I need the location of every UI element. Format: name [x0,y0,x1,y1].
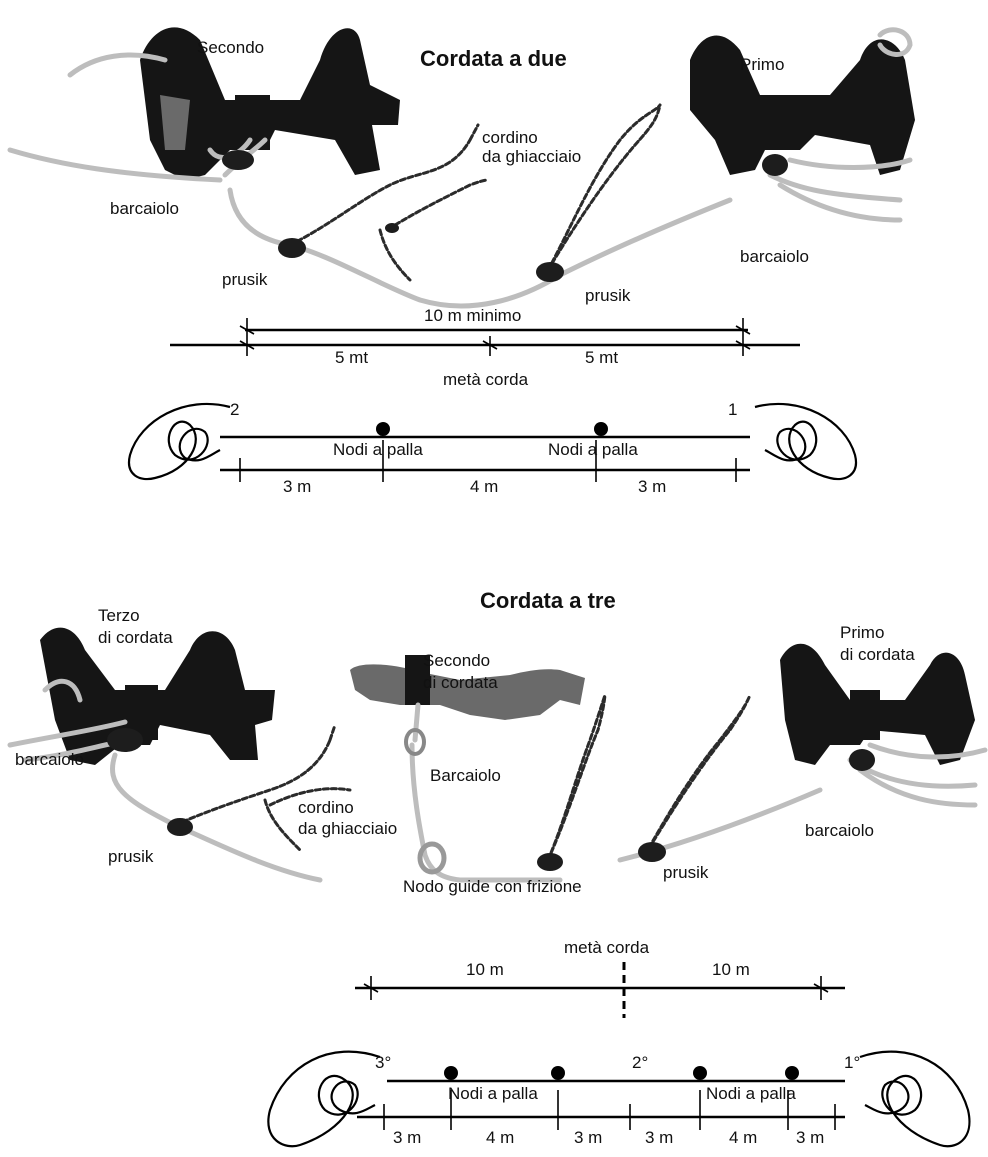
label-seg-2: 4 m [470,477,498,496]
label-first-three-2: di cordata [840,645,915,664]
label-second: Secondo [197,38,264,57]
label-second-three-2: di cordata [423,673,498,692]
label-prusik-left: prusik [222,270,268,289]
label-barcaiolo-three-mid: Barcaiolo [430,766,501,785]
prusik-knot-left [278,238,306,258]
label-first-three-1: Primo [840,623,884,642]
label-len-left: 10 m [466,960,504,979]
measure-three-team [355,962,845,1018]
label-barcaiolo-right: barcaiolo [740,247,809,266]
prusik-knot-right [536,262,564,282]
label-len-right: 10 m [712,960,750,979]
prusik-loop-right [548,105,660,270]
barcaiolo-knot-third [107,728,143,752]
barcaiolo-knot-first-three [849,749,875,771]
label-ball-knots-1b: Nodi a palla [548,440,638,459]
label-end-1: 1 [728,400,737,419]
label-ice-cord-three-1: cordino [298,798,354,817]
label-ball-knots-2a: Nodi a palla [448,1084,538,1103]
barcaiolo-knot-first [762,154,788,176]
label-third-2: di cordata [98,628,173,647]
label-half-left: 5 mt [335,348,368,367]
prusik-loop-right-three [645,695,750,855]
section1-title: Cordata a due [420,46,567,71]
prusik-loop-mid [548,695,605,860]
prusik-knot-three-left [167,818,193,836]
harness-third [40,628,275,765]
label-seg-4a: 4 m [486,1128,514,1147]
label-ice-cord-2: da ghiacciaio [482,147,581,166]
label-seg-1: 3 m [283,477,311,496]
label-seg-3c: 3 m [645,1128,673,1147]
harness-second [140,27,400,180]
label-seg-3d: 3 m [796,1128,824,1147]
label-ice-cord-three-2: da ghiacciaio [298,819,397,838]
label-end-first: 1° [844,1053,860,1072]
label-first: Primo [740,55,784,74]
label-prusik-three-right: prusik [663,863,709,882]
cord-knot-left [385,223,399,233]
label-seg-3a: 3 m [393,1128,421,1147]
label-ball-knots-2b: Nodi a palla [706,1084,796,1103]
label-end-2: 2 [230,400,239,419]
label-guide-knot: Nodo guide con frizione [403,877,582,896]
label-barcaiolo-three-right: barcaiolo [805,821,874,840]
label-third-1: Terzo [98,606,140,625]
prusik-knot-three-right [638,842,666,862]
label-end-second: 2° [632,1053,648,1072]
section2-title: Cordata a tre [480,588,616,613]
label-min-length: 10 m minimo [424,306,521,325]
label-barcaiolo-three-left: barcaiolo [15,750,84,769]
label-mid-rope-2: metà corda [564,938,650,957]
label-end-third: 3° [375,1053,391,1072]
label-barcaiolo-left: barcaiolo [110,199,179,218]
rope-schematic-three [268,1052,969,1147]
barcaiolo-knot-second [222,150,254,170]
main-rope-three-mid [412,705,560,880]
label-second-three-1: Secondo [423,651,490,670]
prusik-knot-mid [537,853,563,871]
label-half-right: 5 mt [585,348,618,367]
label-seg-4b: 4 m [729,1128,757,1147]
harness-first [690,36,915,175]
label-mid-rope-1: metà corda [443,370,529,389]
label-ball-knots-1a: Nodi a palla [333,440,423,459]
label-prusik-three-left: prusik [108,847,154,866]
label-prusik-right: prusik [585,286,631,305]
label-seg-3b: 3 m [574,1128,602,1147]
label-seg-3: 3 m [638,477,666,496]
label-ice-cord-1: cordino [482,128,538,147]
